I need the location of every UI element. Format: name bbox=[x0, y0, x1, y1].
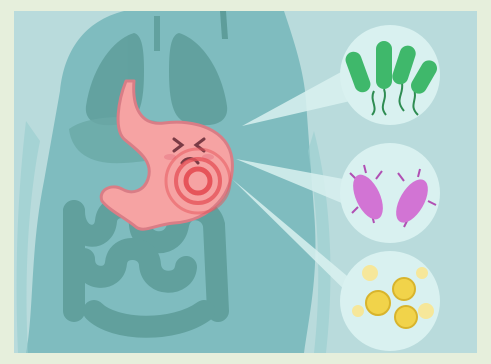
stomach-bacteria-illustration bbox=[14, 11, 477, 353]
